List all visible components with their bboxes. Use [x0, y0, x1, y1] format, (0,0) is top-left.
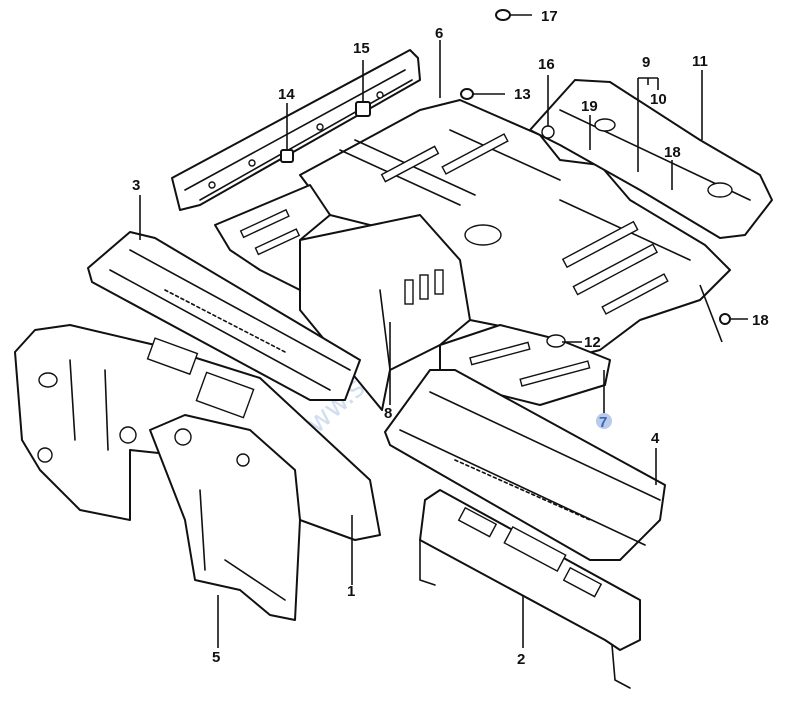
- leader-lines: [139, 14, 748, 648]
- callout-15: 15: [353, 40, 370, 57]
- crossmember-part: [419, 489, 641, 689]
- nut-15-icon: [355, 101, 371, 117]
- floor-member-right-part: [384, 369, 666, 561]
- callout-labels: 17 15 6 14 13 16 9 10 11 19 18 3 18 12 7…: [132, 8, 769, 668]
- callout-7-highlight: [596, 413, 612, 429]
- callout-7: 7: [599, 414, 607, 431]
- callout-2: 2: [517, 651, 525, 668]
- upper-crossmember-part: [171, 49, 421, 211]
- callout-14: 14: [278, 86, 295, 103]
- callout-5: 5: [212, 649, 220, 666]
- callout-6: 6: [435, 25, 443, 42]
- callout-17: 17: [541, 8, 558, 25]
- nut-14-icon: [280, 149, 294, 163]
- callout-9: 9: [642, 54, 650, 71]
- callout-11: 11: [692, 53, 708, 70]
- callout-1: 1: [347, 583, 355, 600]
- floor-member-left-part: [87, 231, 361, 401]
- plug-17-icon: [495, 9, 511, 21]
- callout-19: 19: [581, 98, 598, 115]
- callout-12: 12: [584, 334, 601, 351]
- front-floor-left-part: [214, 184, 331, 291]
- callout-16: 16: [538, 56, 555, 73]
- callout-8: 8: [384, 405, 392, 422]
- callout-18-upper: 18: [664, 144, 681, 161]
- rear-floor-part: [299, 99, 731, 361]
- plug-13-icon: [460, 88, 474, 100]
- callout-18-lower: 18: [752, 312, 769, 329]
- dash-lower-panel-part: [149, 414, 301, 621]
- callout-13: 13: [514, 86, 531, 103]
- callout-3: 3: [132, 177, 140, 194]
- callout-4: 4: [651, 430, 660, 447]
- bolt-18-icon: [719, 313, 731, 325]
- callout-10: 10: [650, 91, 667, 108]
